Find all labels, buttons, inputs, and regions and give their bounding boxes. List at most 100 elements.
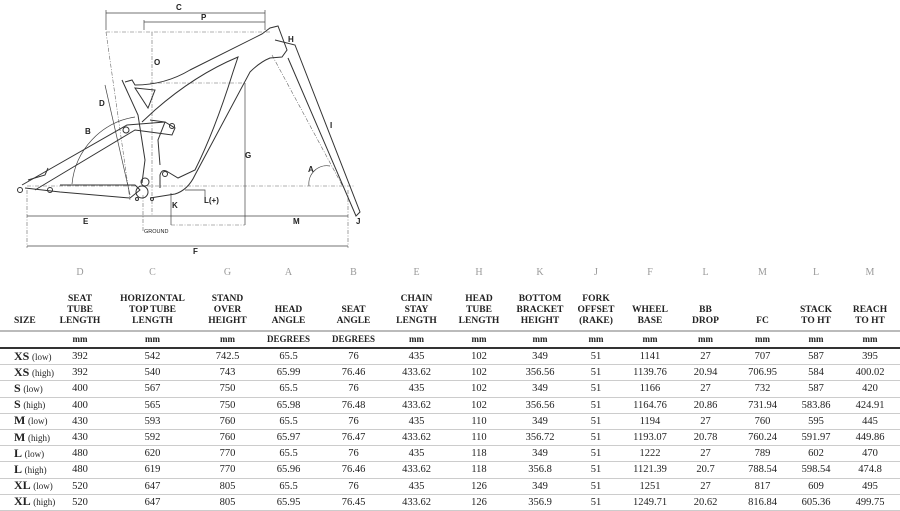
value-cell: 1194 [622, 413, 678, 430]
value-cell: 474.8 [840, 461, 900, 479]
value-cell: 51 [570, 348, 622, 366]
value-cell: 433.62 [385, 397, 448, 414]
size-cell: L (low) [0, 445, 55, 463]
value-cell: 27 [678, 348, 733, 366]
value-cell: 480 [55, 445, 105, 463]
dimension-letter: L [812, 267, 820, 278]
unit-label: mm [385, 331, 448, 349]
value-cell: 430 [55, 429, 105, 447]
value-cell: 126 [448, 494, 510, 511]
value-cell: 27 [678, 380, 733, 398]
dimension-letter: C [149, 267, 156, 278]
size-variant: (high) [23, 400, 46, 411]
value-cell: 356.8 [510, 461, 570, 479]
unit-label: DEGREES [322, 331, 385, 349]
column-header-line: TOP TUBE [129, 305, 176, 315]
column-header-line: FC [756, 316, 769, 326]
value-cell: 51 [570, 445, 622, 463]
value-cell: 433.62 [385, 461, 448, 479]
value-cell: 706.95 [733, 364, 792, 382]
column-header-line: LENGTH [396, 316, 437, 326]
value-cell: 65.98 [255, 397, 322, 414]
column-header-line: BASE [637, 316, 663, 326]
value-cell: 605.36 [792, 494, 840, 511]
value-cell: 619 [105, 461, 200, 479]
size-cell: XL (high) [0, 494, 55, 511]
value-cell: 76 [322, 413, 385, 430]
value-cell: 647 [105, 494, 200, 511]
value-cell: 20.86 [678, 397, 733, 414]
value-cell: 789 [733, 445, 792, 463]
value-cell: 349 [510, 348, 570, 366]
column-header-line: ANGLE [271, 316, 306, 326]
label-j: J [356, 217, 360, 226]
column-header-line: STACK [799, 305, 833, 315]
label-k: K [172, 201, 178, 210]
column-header-line: REACH [852, 305, 888, 315]
value-cell: 349 [510, 445, 570, 463]
value-cell: 102 [448, 364, 510, 382]
dimension-letter: A [284, 267, 293, 278]
label-l: L(+) [204, 196, 219, 205]
value-cell: 51 [570, 413, 622, 430]
value-cell: 520 [55, 494, 105, 511]
value-cell: 424.91 [840, 397, 900, 414]
value-cell: 435 [385, 380, 448, 398]
value-cell: 817 [733, 478, 792, 495]
value-cell: 435 [385, 478, 448, 495]
value-cell: 743 [200, 364, 255, 382]
label-b: B [85, 127, 91, 136]
value-cell: 520 [55, 478, 105, 495]
unit-label: mm [510, 331, 570, 349]
value-cell: 76 [322, 445, 385, 463]
column-header-line: CHAIN [400, 294, 433, 304]
value-cell: 760 [200, 429, 255, 447]
size-variant: (high) [27, 432, 50, 443]
value-cell: 65.5 [255, 348, 322, 366]
value-cell: 102 [448, 397, 510, 414]
value-cell: 1121.39 [622, 461, 678, 479]
unit-label: mm [792, 331, 840, 349]
column-header-line: LENGTH [59, 316, 101, 326]
value-cell: 76.46 [322, 364, 385, 382]
value-cell: 349 [510, 380, 570, 398]
value-cell: 1166 [622, 380, 678, 398]
value-cell: 435 [385, 413, 448, 430]
value-cell: 65.95 [255, 494, 322, 511]
label-e: E [83, 217, 89, 226]
value-cell: 567 [105, 380, 200, 398]
value-cell: 76 [322, 348, 385, 366]
column-header-line: TO HT [855, 316, 885, 326]
value-cell: 731.94 [733, 397, 792, 414]
size-variant: (low) [33, 481, 53, 492]
value-cell: 788.54 [733, 461, 792, 479]
value-cell: 1164.76 [622, 397, 678, 414]
value-cell: 1139.76 [622, 364, 678, 382]
value-cell: 760.24 [733, 429, 792, 447]
value-cell: 1222 [622, 445, 678, 463]
value-cell: 470 [840, 445, 900, 463]
label-i: I [330, 121, 332, 130]
size-cell: M (high) [0, 429, 55, 447]
value-cell: 732 [733, 380, 792, 398]
value-cell: 435 [385, 348, 448, 366]
value-cell: 609 [792, 478, 840, 495]
value-cell: 118 [448, 461, 510, 479]
value-cell: 20.94 [678, 364, 733, 382]
column-header-line: STAND [211, 294, 244, 304]
column-header: SIZE [0, 281, 55, 332]
value-cell: 27 [678, 413, 733, 430]
dimension-letter: F [647, 267, 653, 278]
frame-outline [17, 25, 361, 217]
